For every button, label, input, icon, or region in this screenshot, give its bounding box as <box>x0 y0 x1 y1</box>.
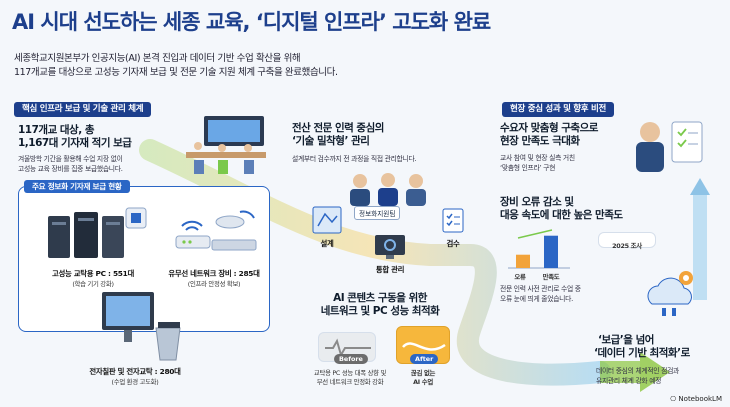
pc-tower-icon <box>48 207 147 258</box>
center-desc: 설계부터 검수까지 전 과정을 직접 관리합니다. <box>292 155 417 163</box>
bar-label-error: 오류 <box>514 273 526 281</box>
intro-line: 세종학교지원본부가 인공지능(AI) 본격 진입과 데이터 기반 수업 확산을 … <box>14 53 301 64</box>
equipment-box-label: 주요 정보화 기자재 보급 현황 <box>24 180 130 193</box>
before-desc-2: 무선 네트워크 안정화 강화 <box>316 378 384 386</box>
satisfaction-bar-chart <box>508 229 570 269</box>
survey-badge: 2025 조사 <box>598 232 656 250</box>
slow-signal-icon <box>325 338 371 358</box>
network-sub: (인프라 안정성 확보) <box>187 280 241 288</box>
center-heading-line2: ‘기술 밀착형’ 관리 <box>292 135 370 147</box>
left-heading-line2: 1,167대 기자재 적기 보급 <box>18 137 132 149</box>
teacher-feedback-icon <box>636 121 703 172</box>
bar-error <box>516 254 530 268</box>
after-desc-1: 끊김 없는 <box>410 369 436 377</box>
right-b3-desc-1: 데이터 중심의 체계적인 점검과 <box>596 367 679 375</box>
left-desc-line1: 겨울방학 기간을 활용해 수업 지장 없이 <box>18 155 123 163</box>
left-heading-line1: 117개교 대상, 총 <box>18 124 95 136</box>
left-section-pill: 핵심 인프라 보급 및 기술 관리 체계 <box>14 102 152 117</box>
right-b2-desc-2: 오류 눈에 띄게 줄었습니다. <box>500 295 573 303</box>
right-section-pill: 현장 중심 성과 및 향후 비전 <box>502 102 615 117</box>
pc-label: 고성능 교탁용 PC : 551대 <box>51 269 134 278</box>
board-label: 전자칠판 및 전자교탁 : 280대 <box>89 367 181 376</box>
pc-sub: (학습 기기 강화) <box>72 280 114 288</box>
intro-text: 세종학교지원본부가 인공지능(AI) 본격 진입과 데이터 기반 수업 확산을 … <box>14 52 338 80</box>
checklist-icon <box>442 208 464 233</box>
right-b1-desc-2: ‘맞춤형 인프라’ 구현 <box>500 164 556 172</box>
notebooklm-logo: ⎔ NotebookLM <box>670 395 722 403</box>
left-desc-line2: 고성능 교육 장비를 집중 보급했습니다. <box>18 165 123 173</box>
ai-heading-line2: 네트워크 및 PC 성능 최적화 <box>320 305 440 317</box>
right-b3-heading-2: ‘데이터 기반 최적화’로 <box>594 347 690 359</box>
right-b1-heading-1: 수요자 맞춤형 구축으로 <box>500 122 598 134</box>
bar-label-satisfaction: 만족도 <box>542 273 560 281</box>
page-title: AI 시대 선도하는 세종 교육, ‘디지털 인프라’ 고도화 완료 <box>12 10 491 34</box>
right-b1-desc-1: 교사 참여 및 현장 실측 거친 <box>500 154 575 162</box>
step-inspect: 검수 <box>446 239 460 248</box>
router-icon <box>175 210 257 251</box>
after-tag: After <box>410 354 439 364</box>
center-heading-line1: 전산 전문 인력 중심의 <box>292 122 384 134</box>
board-sub: (수업 환경 고도화) <box>111 378 159 386</box>
team-people-icon <box>350 173 426 206</box>
step-integrated: 통합 관리 <box>375 265 405 274</box>
after-desc-2: AI 수업 <box>413 378 433 386</box>
right-b2-heading-2: 대응 속도에 대한 높은 만족도 <box>500 209 623 221</box>
bar-satisfaction <box>544 235 558 268</box>
right-b3-desc-2: 유지관리 체계 강화 예정 <box>596 377 662 385</box>
right-b2-heading-1: 장비 오류 감소 및 <box>500 196 574 208</box>
blueprint-icon <box>312 206 342 234</box>
smooth-signal-icon <box>402 342 446 351</box>
before-tag: Before <box>334 354 368 364</box>
classroom-icon <box>186 116 266 174</box>
cloud-gear-icon <box>647 271 693 316</box>
before-desc-1: 교탁용 PC 성능 대폭 상향 및 <box>313 369 387 377</box>
network-label: 유무선 네트워크 장비 : 285대 <box>168 269 260 278</box>
right-b2-desc-1: 전문 인력 사전 관리로 수업 중 <box>500 285 581 293</box>
team-label: 정보화지원팀 <box>354 206 401 220</box>
right-b1-heading-2: 현장 만족도 극대화 <box>500 135 580 147</box>
intro-line: 117개교를 대상으로 고성능 기자재 보급 및 전문 기술 지원 체계 구축을… <box>14 67 338 78</box>
integrated-monitor-icon <box>375 235 405 259</box>
electronic-board-icon <box>102 292 181 361</box>
right-b3-heading-1: ‘보급’을 넘어 <box>598 334 654 346</box>
ai-heading-line1: AI 콘텐츠 구동을 위한 <box>333 292 427 304</box>
step-design: 설계 <box>320 239 334 248</box>
survey-badge-text: 2025 조사 <box>612 242 642 250</box>
logo-text: NotebookLM <box>678 395 722 403</box>
